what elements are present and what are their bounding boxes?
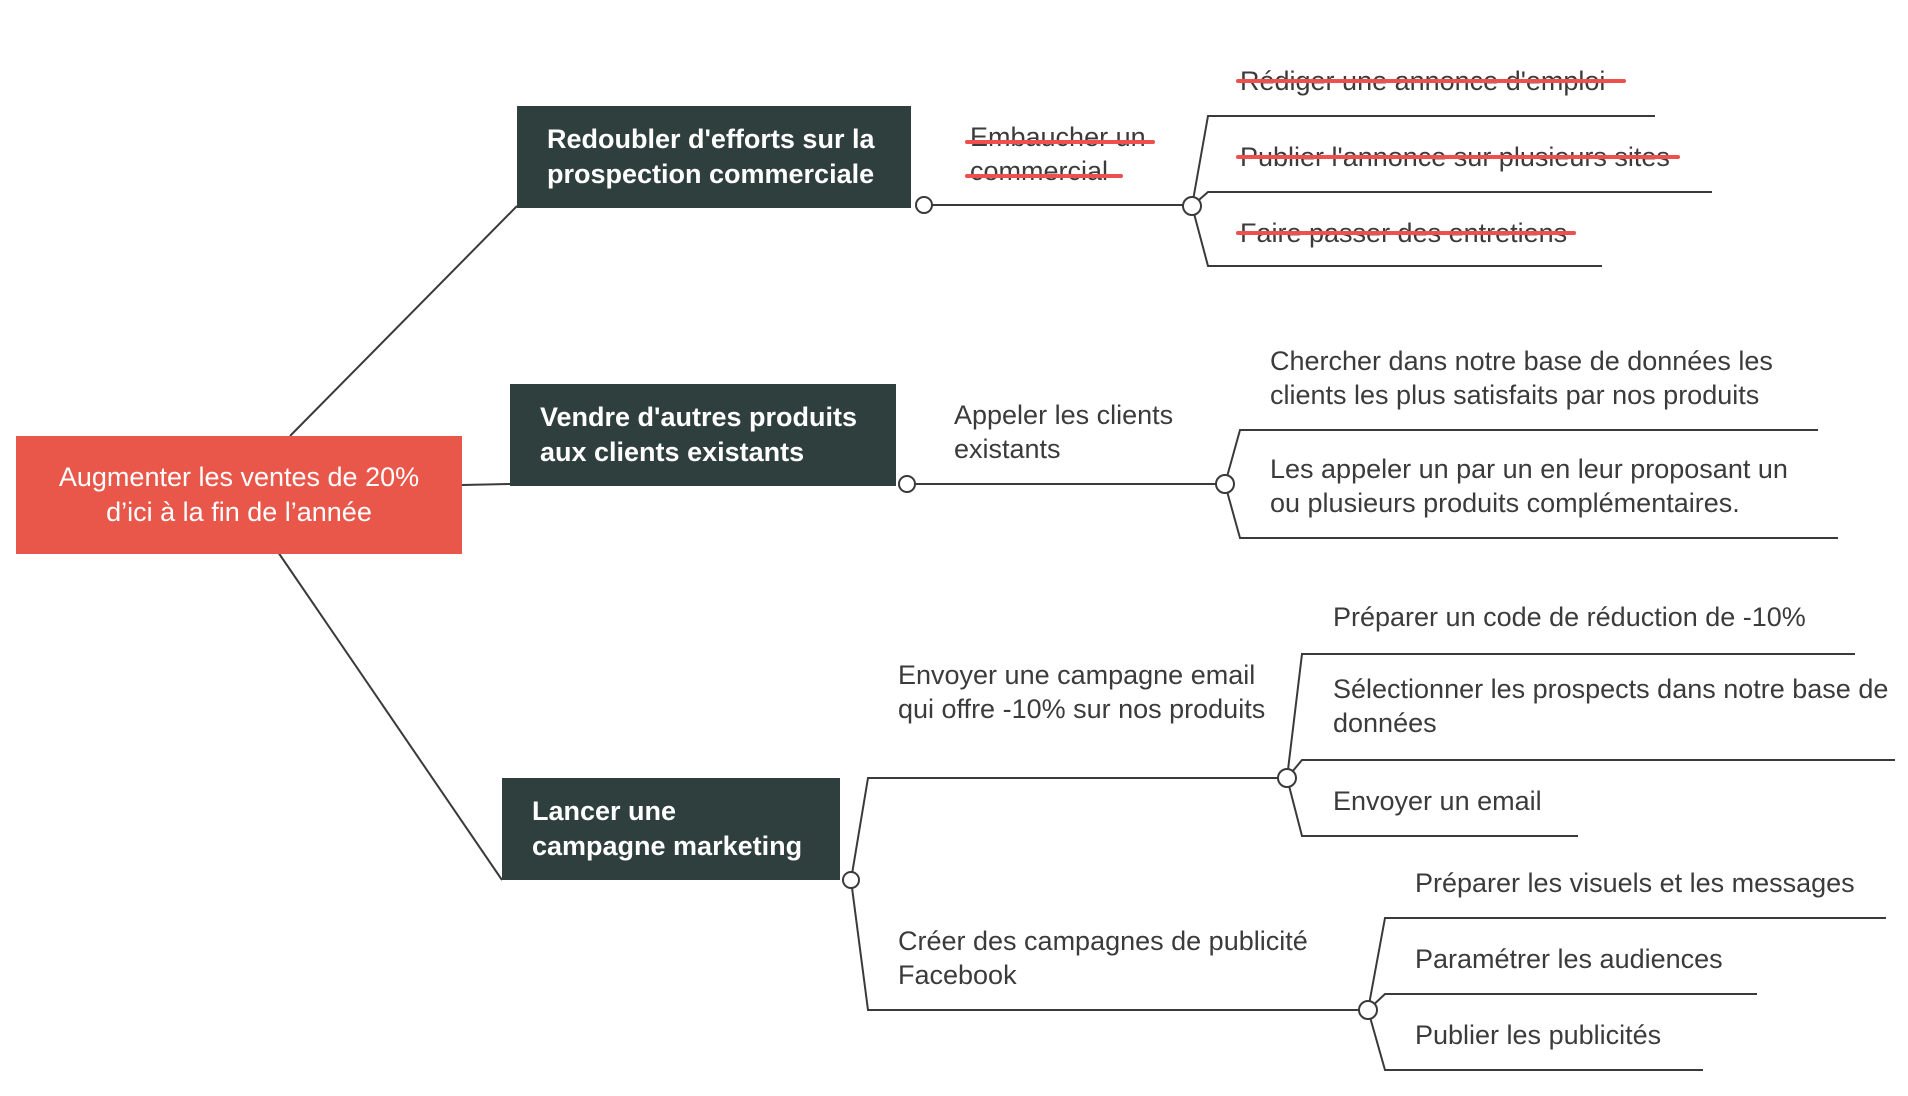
step-label[interactable]: Sélectionner les prospects dans notre ba… [1333, 674, 1889, 738]
step-label[interactable]: Paramétrer les audiences [1415, 944, 1723, 974]
strikethrough-mark [965, 174, 1123, 178]
connector-subtask-2-steps [1224, 429, 1838, 539]
step-label[interactable]: Publier les publicités [1415, 1020, 1662, 1050]
branch-node-prospection[interactable]: Redoubler d'efforts sur la prospection c… [517, 106, 911, 208]
connector-root-branch-1 [289, 205, 518, 437]
step-label[interactable]: Préparer un code de réduction de -10% [1333, 602, 1806, 632]
branch-label: Redoubler d'efforts sur la prospection c… [547, 124, 875, 189]
node-handle-branch-1[interactable] [915, 196, 933, 214]
node-handle-subtask-1[interactable] [1182, 196, 1202, 216]
subtask-label[interactable]: Créer des campagnes de publicité Faceboo… [898, 926, 1308, 990]
subtask-label[interactable]: Envoyer une campagne email qui offre -10… [898, 660, 1266, 724]
node-handle-branch-3[interactable] [842, 871, 860, 889]
step-label[interactable]: Envoyer un email [1333, 786, 1542, 816]
central-goal-node[interactable]: Augmenter les ventes de 20% d’ici à la f… [16, 436, 462, 554]
connector-branch-3-subtasks [850, 777, 1368, 1011]
branch-node-marketing[interactable]: Lancer une campagne marketing [502, 778, 840, 880]
node-handle-subtask-3b[interactable] [1358, 1000, 1378, 1020]
branch-label: Vendre d'autres produits aux clients exi… [540, 402, 857, 467]
subtask-label[interactable]: Embaucher un commercial [970, 122, 1146, 186]
subtask-label[interactable]: Appeler les clients existants [954, 400, 1174, 464]
step-label[interactable]: Chercher dans notre base de données les … [1270, 346, 1773, 410]
branch-node-upsell[interactable]: Vendre d'autres produits aux clients exi… [510, 384, 896, 486]
strikethrough-mark [1236, 79, 1626, 83]
strikethrough-mark [965, 140, 1155, 144]
step-label[interactable]: Les appeler un par un en leur proposant … [1270, 454, 1788, 518]
connector-root-branch-3 [277, 551, 503, 881]
strikethrough-mark [1236, 155, 1680, 159]
strikethrough-mark [1236, 231, 1576, 235]
branch-label: Lancer une campagne marketing [532, 796, 803, 861]
node-handle-subtask-2[interactable] [1215, 474, 1235, 494]
central-goal-label: Augmenter les ventes de 20% d’ici à la f… [58, 462, 420, 527]
step-label[interactable]: Préparer les visuels et les messages [1415, 868, 1855, 898]
node-handle-subtask-3a[interactable] [1277, 768, 1297, 788]
connector-root-branch-2 [461, 483, 511, 486]
node-handle-branch-2[interactable] [898, 475, 916, 493]
